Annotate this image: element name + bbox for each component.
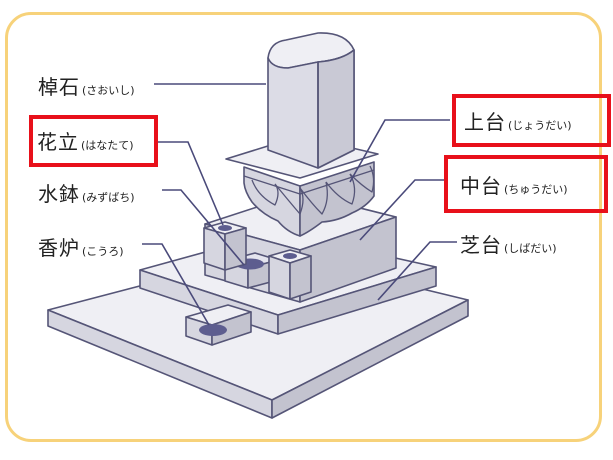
lotus-petal-1 <box>251 179 279 206</box>
joudai-left-face <box>243 166 301 237</box>
label-joudai: 上台(じょうだい) <box>464 110 572 134</box>
lotus-petal-4 <box>325 173 356 205</box>
label-shibadai: 芝台(しばだい) <box>460 233 557 257</box>
highlight-box-joudai <box>452 94 611 147</box>
middle-slab-right-face <box>277 266 437 335</box>
highlight-box-chudai <box>444 155 608 213</box>
highlight-box-hanatate <box>29 115 158 167</box>
kouro-right-face <box>211 311 252 346</box>
hanatate-right-side <box>289 255 312 300</box>
leader-hanatate <box>158 141 224 226</box>
lotus-petal-5 <box>349 165 375 193</box>
label-saoishi: 棹石(さおいし) <box>38 75 135 99</box>
leader-kouro <box>142 243 210 326</box>
leader-joudai <box>349 119 450 183</box>
hanatate-right-hole <box>283 253 297 259</box>
label-mizubachi: 水鉢(みずばち) <box>38 182 135 206</box>
lotus-petal-3 <box>299 181 328 215</box>
hanatate-left-front <box>203 227 226 271</box>
label-hanatate: 花立(はなたて) <box>37 130 134 154</box>
lotus-petal-2 <box>274 183 304 215</box>
lotus-ring-right <box>299 169 375 195</box>
leader-mizubachi <box>162 189 245 266</box>
leader-chudai <box>359 179 444 241</box>
kouro-hole <box>199 324 227 336</box>
shibadai-right-face <box>271 299 469 419</box>
lotus-ring <box>243 175 301 195</box>
label-chudai: 中台(ちゅうだい) <box>460 174 568 198</box>
leader-shibadai <box>377 241 457 301</box>
joudai-right-face <box>299 161 375 237</box>
label-kouro: 香炉(こうろ) <box>38 236 124 260</box>
hanatate-left-hole <box>218 225 232 231</box>
hanatate-left-side <box>224 227 247 271</box>
saoishi-side <box>317 49 355 169</box>
hanatate-right-front <box>268 255 291 300</box>
